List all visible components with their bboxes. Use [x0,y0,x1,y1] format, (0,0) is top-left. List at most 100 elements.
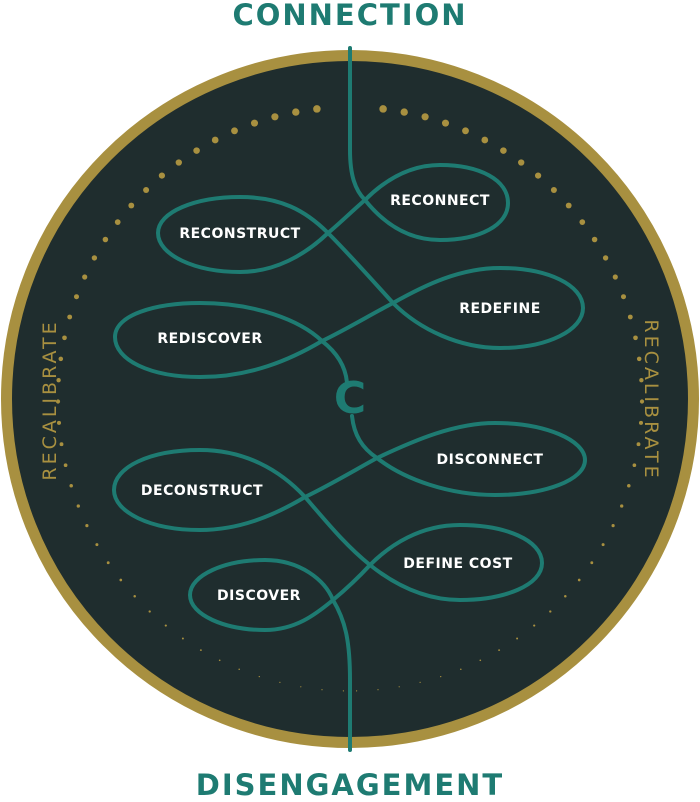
arc-dot [128,202,135,209]
arc-dot [95,543,99,547]
label-redefine: REDEFINE [459,301,541,317]
arc-dot [250,119,259,127]
arc-dot [231,127,238,135]
arc-dot [535,172,542,179]
arc-dot [500,147,507,154]
arc-dot [549,610,552,613]
arc-dot [462,127,469,135]
arc-dot [300,686,302,688]
arc-dot [211,136,219,144]
label-deconstruct: DECONSTRUCT [141,483,263,499]
arc-dot [148,610,151,613]
arc-dot [58,356,64,362]
label-rediscover: REDISCOVER [157,331,262,347]
arc-dot [119,578,123,582]
arc-dot [611,524,615,528]
label-discover: DISCOVER [217,588,301,604]
arc-dot [612,274,618,280]
arc-dot [533,624,536,627]
arc-dot [218,659,221,662]
arc-dot [633,335,638,341]
arc-dot [627,484,631,488]
arc-dot [181,637,184,640]
arc-dot [114,219,121,225]
arc-dot [460,668,462,670]
arc-dot [271,113,279,121]
arc-dot [91,255,98,261]
arc-dot [175,159,182,166]
arc-dot [63,463,68,468]
arc-dot [164,624,167,627]
label-define-cost: DEFINE COST [403,556,512,572]
arc-dot [292,108,300,116]
arc-dot [143,186,150,194]
arc-dot [620,504,624,508]
arc-dot [199,649,202,652]
arc-dot [601,543,605,547]
arc-dot [193,147,200,154]
arc-dot [82,274,88,280]
arc-dot [238,668,240,670]
arc-dot [498,649,501,652]
arc-dot [313,105,321,113]
arc-dot [632,463,637,468]
arc-dot [59,442,64,447]
arc-dot [279,681,281,684]
arc-dot [639,378,644,383]
arc-dot [73,294,80,300]
recalibrate-left: RECALIBRATE [39,319,61,480]
arc-dot [479,659,482,662]
arc-dot [602,255,609,261]
arc-dot [258,675,260,678]
label-disconnect: DISCONNECT [437,452,544,468]
arc-dot [55,399,61,404]
arc-dot [564,595,567,598]
arc-dot [441,119,450,127]
arc-dot [133,595,136,598]
arc-dot [69,484,73,488]
label-reconstruct: RECONSTRUCT [179,226,300,242]
arc-dot [67,314,73,320]
label-reconnect: RECONNECT [390,193,490,209]
arc-dot [565,202,572,209]
dotted-arc [55,105,645,692]
arc-dot [639,399,645,404]
upper-path [112,46,586,385]
arc-dot [419,681,421,684]
arc-dot [636,356,642,362]
arc-dot [518,159,525,166]
arc-dot [516,637,519,640]
arc-dot [106,561,110,565]
arc-dot [379,105,387,113]
arc-dot [62,335,67,341]
arc-dot [481,136,489,144]
arc-dot [636,442,641,447]
arc-dot [76,504,80,508]
center-c-glyph: C [334,373,366,424]
arc-dot [102,236,109,243]
arc-dot [577,578,581,582]
arc-dot [421,113,429,121]
arc-dot [356,690,358,692]
arc-dot [377,689,379,691]
arc-dot [440,675,442,678]
recalibrate-right: RECALIBRATE [640,319,662,480]
arc-dot [638,420,644,425]
arc-dot [342,690,344,692]
arc-dot [591,236,598,243]
arc-dot [627,314,633,320]
lower-path [111,414,588,752]
arc-dot [85,524,89,528]
arc-dot [56,420,62,425]
arc-dot [400,108,408,116]
arc-dot [579,219,586,225]
arc-dot [590,561,594,565]
title-connection: CONNECTION [232,0,467,32]
arc-dot [550,186,557,194]
arc-dot [56,378,61,383]
arc-dot [158,172,165,179]
title-disengagement: DISENGAGEMENT [196,768,504,802]
arc-dot [321,689,323,691]
arc-dot [620,294,627,300]
